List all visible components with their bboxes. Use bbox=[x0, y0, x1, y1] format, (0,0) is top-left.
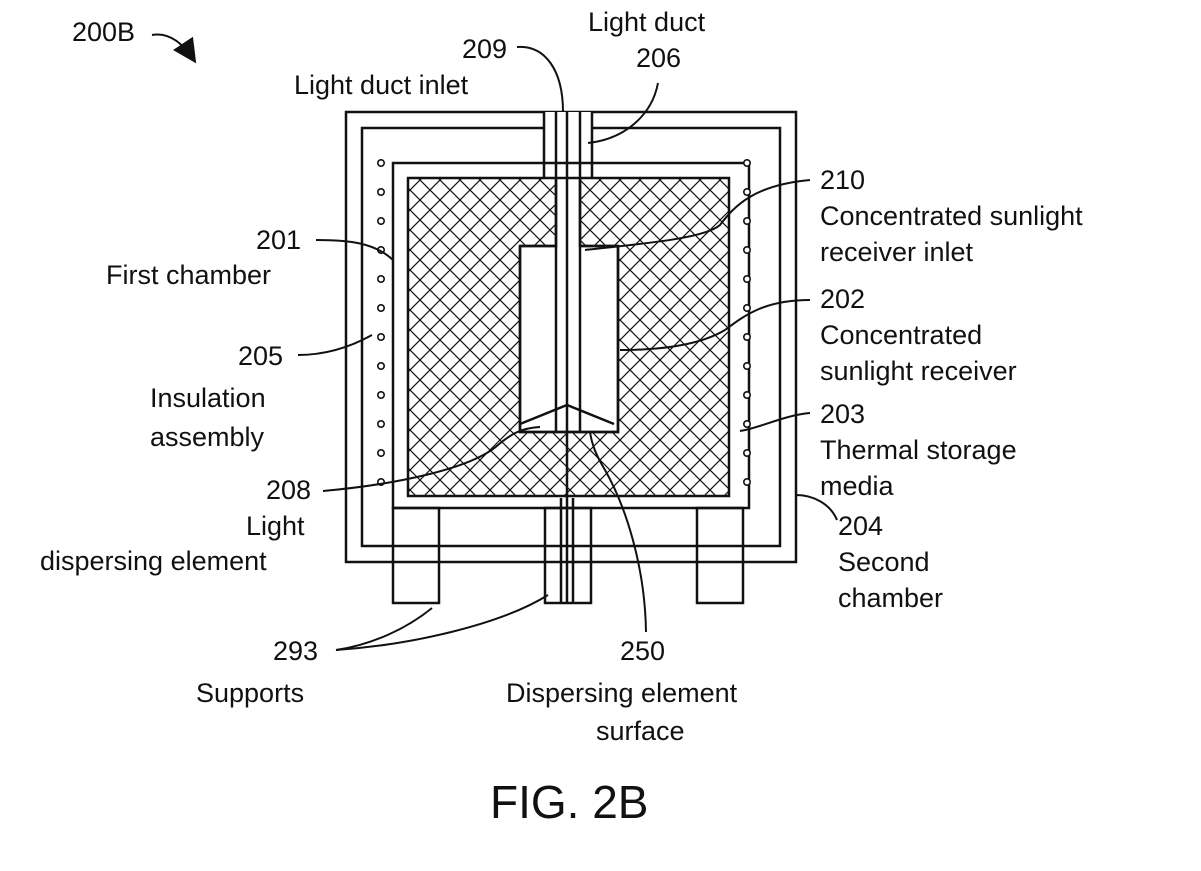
label-293-number: 293 bbox=[273, 636, 318, 666]
label-insulation-line1: Insulation bbox=[150, 383, 266, 413]
label-dispersing-line1: Light bbox=[246, 511, 305, 541]
concentrated-sunlight-receiver bbox=[520, 246, 618, 432]
insulation-dot bbox=[744, 392, 750, 398]
insulation-dot bbox=[378, 218, 384, 224]
label-second-chamber-line1: Second bbox=[838, 547, 930, 577]
label-250-number: 250 bbox=[620, 636, 665, 666]
insulation-dot bbox=[744, 421, 750, 427]
leader-203 bbox=[740, 413, 810, 431]
insulation-dot bbox=[378, 450, 384, 456]
label-209-number: 209 bbox=[462, 34, 507, 64]
label-202-number: 202 bbox=[820, 284, 865, 314]
label-surface-line2: surface bbox=[596, 716, 685, 746]
label-204-number: 204 bbox=[838, 511, 883, 541]
insulation-dot bbox=[378, 392, 384, 398]
insulation-dot bbox=[744, 276, 750, 282]
label-210-number: 210 bbox=[820, 165, 865, 195]
label-receiver-inlet-line2: receiver inlet bbox=[820, 237, 974, 267]
insulation-dot bbox=[378, 363, 384, 369]
figure-reference: 200B bbox=[72, 17, 135, 47]
label-208-number: 208 bbox=[266, 475, 311, 505]
insulation-dot bbox=[744, 218, 750, 224]
label-light-duct-inlet: Light duct inlet bbox=[294, 70, 469, 100]
insulation-dot bbox=[378, 189, 384, 195]
insulation-dot bbox=[378, 334, 384, 340]
insulation-dot bbox=[744, 479, 750, 485]
insulation-dot bbox=[744, 247, 750, 253]
label-206-number: 206 bbox=[636, 43, 681, 73]
label-surface-line1: Dispersing element bbox=[506, 678, 738, 708]
insulation-dot bbox=[744, 160, 750, 166]
insulation-dot bbox=[378, 276, 384, 282]
insulation-dot bbox=[744, 189, 750, 195]
leader-209 bbox=[517, 47, 563, 112]
label-203-number: 203 bbox=[820, 399, 865, 429]
thermal-storage-media bbox=[408, 178, 729, 496]
insulation-dot bbox=[744, 334, 750, 340]
insulation-dot bbox=[378, 160, 384, 166]
support-right bbox=[697, 508, 743, 603]
label-light-duct: Light duct bbox=[588, 7, 706, 37]
label-201-number: 201 bbox=[256, 225, 301, 255]
label-second-chamber-line2: chamber bbox=[838, 583, 943, 613]
label-receiver-line1: Concentrated bbox=[820, 320, 982, 350]
insulation-dot bbox=[744, 363, 750, 369]
insulation-dot bbox=[744, 305, 750, 311]
label-storage-line2: media bbox=[820, 471, 895, 501]
label-storage-line1: Thermal storage bbox=[820, 435, 1017, 465]
insulation-dot bbox=[744, 450, 750, 456]
figure-caption: FIG. 2B bbox=[490, 776, 648, 828]
insulation-dot bbox=[378, 305, 384, 311]
label-insulation-line2: assembly bbox=[150, 422, 265, 452]
label-receiver-inlet-line1: Concentrated sunlight bbox=[820, 201, 1083, 231]
figure-reference-arrow bbox=[152, 34, 194, 60]
insulation-dot bbox=[378, 421, 384, 427]
label-dispersing-line2: dispersing element bbox=[40, 546, 267, 576]
label-receiver-line2: sunlight receiver bbox=[820, 356, 1017, 386]
label-205-number: 205 bbox=[238, 341, 283, 371]
support-left bbox=[393, 508, 439, 603]
label-first-chamber: First chamber bbox=[106, 260, 271, 290]
leader-293-left bbox=[336, 608, 432, 650]
label-supports: Supports bbox=[196, 678, 304, 708]
